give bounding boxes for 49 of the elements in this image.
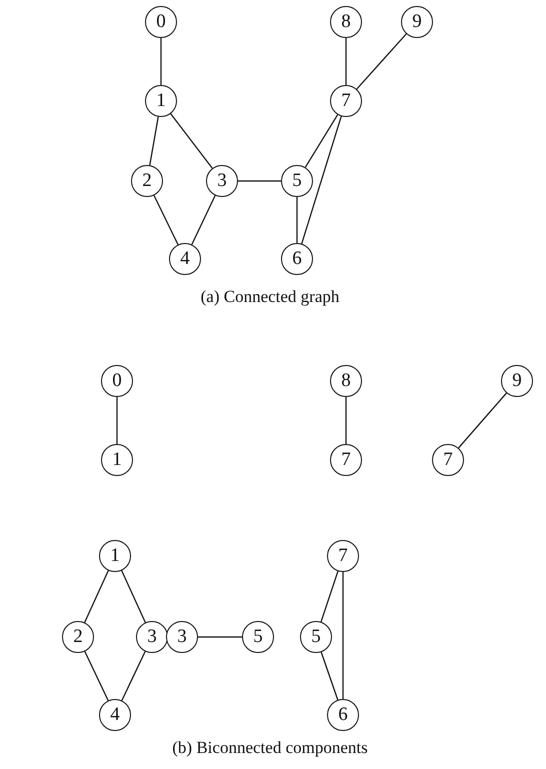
graph-edge [304,114,338,168]
vertex-circle: 3 [136,621,168,653]
vertex-circle: 8 [330,6,362,38]
graph-edge [345,38,347,85]
graph-edge [84,651,109,701]
graph-edge [84,570,109,623]
graph-edge [296,197,298,243]
graph-edge [121,570,146,623]
vertex-circle: 9 [501,365,533,397]
graph-edge [198,636,242,638]
graph-edge [342,572,344,699]
vertex-circle: 0 [145,6,177,38]
vertex-circle: 5 [281,165,313,197]
graph-edge [121,651,146,701]
graph-edge [160,38,162,85]
vertex-circle: 3 [166,621,198,653]
vertex-circle: 1 [99,540,131,572]
graph-edge [320,570,338,622]
graph-edge [149,116,159,166]
vertex-circle: 5 [242,621,274,653]
vertex-circle: 7 [432,444,464,476]
vertex-circle: 9 [401,6,433,38]
graph-edge [301,116,342,244]
graph-edge [356,34,407,90]
vertex-circle: 0 [101,365,133,397]
vertex-circle: 7 [327,540,359,572]
vertex-circle: 7 [330,85,362,117]
figure-caption: (a) Connected graph [200,287,340,307]
graph-edge [116,397,118,444]
graph-edge [153,195,179,245]
vertex-circle: 8 [330,365,362,397]
figure-caption: (b) Biconnected components [172,738,368,758]
vertex-circle: 7 [330,444,362,476]
vertex-circle: 6 [327,699,359,731]
vertex-circle: 4 [99,699,131,731]
vertex-circle: 2 [62,621,94,653]
graph-edge [320,652,338,700]
vertex-circle: 6 [281,243,313,275]
vertex-circle: 4 [169,243,201,275]
graph-edge [345,397,347,444]
graph-edge [458,392,507,448]
vertex-circle: 3 [206,165,238,197]
graph-edge [191,195,216,245]
vertex-circle: 5 [300,621,332,653]
vertex-circle: 1 [101,444,133,476]
vertex-circle: 2 [131,165,163,197]
vertex-circle: 1 [145,85,177,117]
graph-edge [238,180,281,182]
graph-edge [170,113,213,169]
